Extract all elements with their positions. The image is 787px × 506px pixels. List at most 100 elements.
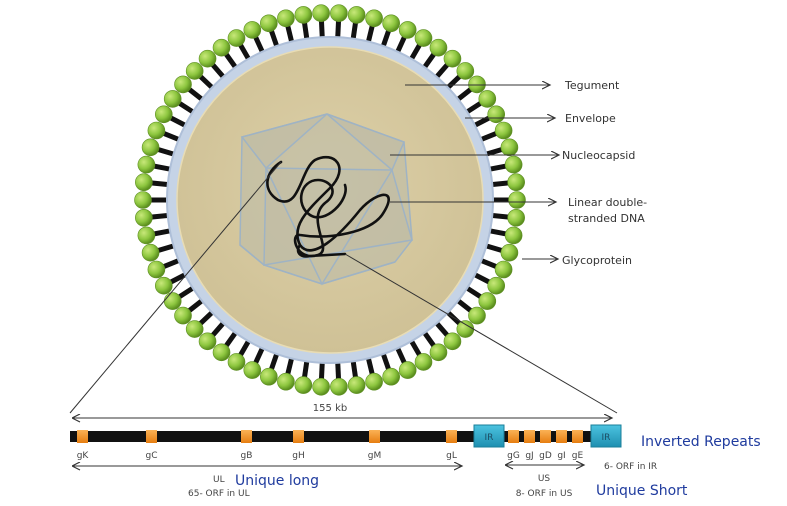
- spike-stalk: [150, 180, 169, 188]
- glycoprotein-head: [443, 332, 462, 351]
- gene-box-gE: [572, 430, 583, 443]
- glycoprotein-head: [277, 372, 295, 391]
- glycoprotein-head: [227, 29, 246, 47]
- spike-stalk: [421, 330, 437, 349]
- glycoprotein-head: [260, 367, 278, 386]
- spike-stalk: [237, 42, 252, 61]
- glycoprotein-head: [312, 4, 330, 23]
- expansion-line-right: [344, 253, 618, 414]
- label-envelope: Envelope: [565, 112, 616, 125]
- glycoprotein-head: [198, 49, 217, 68]
- gene-box-gG: [508, 430, 519, 443]
- spike-stalk: [186, 86, 205, 102]
- glycoprotein-head: [294, 376, 313, 394]
- glycoprotein-head: [135, 173, 153, 192]
- glycoprotein-head: [468, 306, 486, 325]
- gene-label-gL: gL: [446, 451, 457, 461]
- spike-stalk: [156, 146, 176, 157]
- gene-label-gB: gB: [241, 451, 253, 461]
- spike-stalk: [488, 163, 508, 172]
- spike-stalk: [198, 73, 215, 91]
- gene-label-gD: gD: [539, 451, 552, 461]
- gene-label-gE: gE: [572, 451, 584, 461]
- gene-label-gJ: gJ: [525, 451, 533, 461]
- glycoprotein-head: [504, 226, 523, 245]
- spike-stalk: [335, 20, 342, 39]
- spike-stalk: [318, 20, 325, 39]
- glycoprotein-head: [398, 361, 417, 379]
- glycoprotein-head: [174, 75, 192, 94]
- spike-stalk: [479, 130, 499, 143]
- label-dna-line1: Linear double-: [568, 196, 647, 209]
- spike-stalk: [285, 356, 295, 376]
- gene-label-gG: gG: [507, 451, 520, 461]
- spike-stalk: [464, 285, 483, 300]
- glycoprotein-head: [507, 173, 525, 192]
- spike-stalk: [168, 115, 188, 128]
- glycoprotein-head: [508, 191, 526, 209]
- glycoprotein-head: [365, 372, 383, 391]
- spike-stalk: [365, 24, 375, 44]
- gene-label-gM: gM: [368, 451, 381, 461]
- spike-stalk: [152, 228, 172, 237]
- glycoprotein-head: [135, 208, 153, 227]
- spike-stalk: [491, 180, 510, 188]
- spike-stalk: [380, 29, 392, 48]
- spike-stalk: [223, 330, 239, 349]
- spike-stalk: [350, 359, 359, 379]
- spike-stalk: [285, 24, 295, 44]
- spike-stalk: [152, 163, 172, 172]
- glycoprotein-head: [478, 90, 497, 108]
- gene-box-gC: [146, 430, 157, 443]
- ir-box-right: IR: [590, 424, 622, 448]
- ir-box-left: IR: [473, 424, 505, 448]
- gene-box-gD: [540, 430, 551, 443]
- spike-stalk: [395, 346, 408, 365]
- glycoprotein-head: [500, 138, 519, 157]
- spike-stalk: [488, 228, 508, 237]
- glycoprotein-head: [137, 226, 156, 245]
- glycoprotein-head: [141, 243, 160, 262]
- spike-stalk: [318, 361, 325, 380]
- glycoprotein-head: [456, 320, 475, 338]
- gene-box-gH: [293, 430, 304, 443]
- glycoprotein-head: [382, 367, 400, 386]
- label-tegument: Tegument: [564, 79, 620, 92]
- glycoprotein-head: [134, 191, 152, 209]
- spike-stalk: [479, 257, 499, 270]
- glycoprotein-head: [414, 353, 433, 371]
- glycoprotein-heads: [134, 4, 526, 396]
- ir-long-label: Inverted Repeats: [641, 434, 761, 450]
- spike-stalk: [380, 352, 392, 371]
- gene-label-gK: gK: [77, 451, 90, 461]
- glycoprotein-head: [414, 29, 433, 47]
- spike-stalk: [335, 361, 342, 380]
- glycoprotein-head: [185, 320, 204, 338]
- glycoprotein-head: [243, 361, 262, 379]
- glycoprotein-head: [198, 332, 217, 351]
- us-short-label: US: [538, 474, 551, 484]
- glycoprotein-head: [330, 4, 348, 23]
- glycoprotein-head: [154, 105, 173, 124]
- expansion-line-left: [69, 161, 282, 414]
- glycoprotein-head: [347, 376, 366, 394]
- glycoprotein-head: [456, 62, 475, 80]
- spike-stalk: [408, 42, 423, 61]
- spike-stalk: [237, 339, 252, 358]
- spike-stalk: [252, 346, 265, 365]
- glycoprotein-head: [487, 276, 506, 295]
- ul-orf-label: 65- ORF in UL: [188, 489, 250, 499]
- glycoprotein-head: [163, 292, 182, 310]
- glycoprotein-head: [347, 6, 366, 24]
- spike-stalk: [177, 285, 196, 300]
- glycoprotein-head: [174, 306, 192, 325]
- ir-orf-label: 6- ORF in IR: [604, 462, 657, 472]
- spike-stalk: [210, 62, 226, 80]
- spike-stalk: [484, 146, 504, 157]
- spike-stalk: [395, 35, 408, 54]
- spike-stalk: [434, 62, 450, 80]
- glycoprotein-head: [494, 121, 513, 140]
- gene-box-gJ: [524, 430, 535, 443]
- genome-size: 155 kb: [313, 403, 347, 414]
